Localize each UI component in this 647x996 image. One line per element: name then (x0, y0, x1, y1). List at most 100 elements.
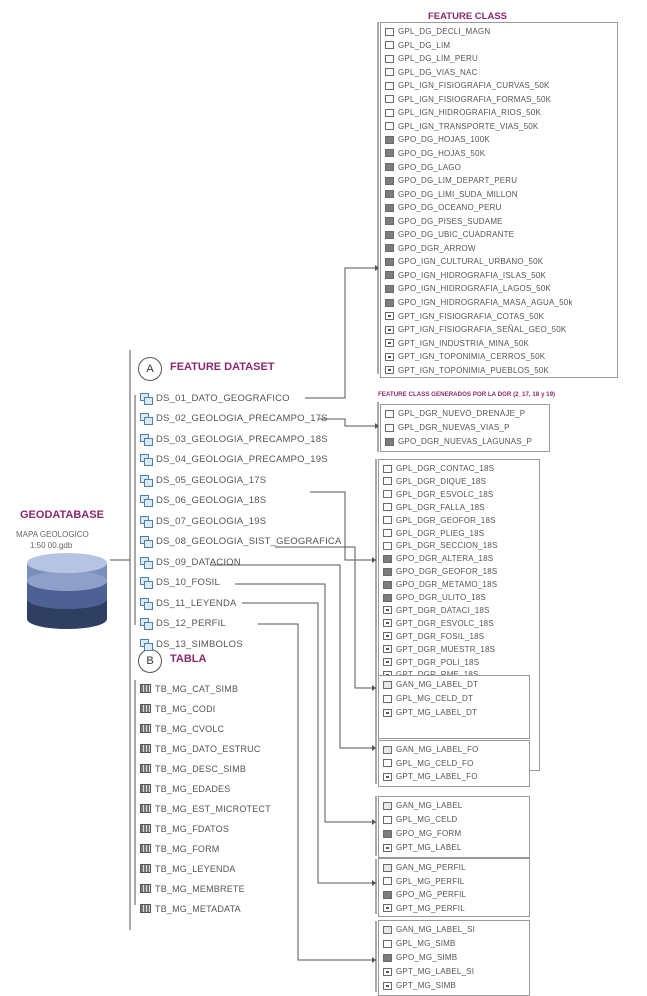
feature-dataset-label: DS_02_GEOLOGIA_PRECAMPO_17S (156, 413, 328, 424)
fc-geologia-label: GPO_DGR_METAMO_18S (396, 580, 498, 590)
feature-class-icon (385, 352, 394, 361)
fc-geologia-item: GPT_DGR_POLI_18S (383, 656, 479, 669)
tabla-item: TB_MG_CAT_SIMB (140, 680, 238, 697)
feature-dataset-item: DS_05_GEOLOGIA_17S (140, 472, 266, 488)
feature-class-item: GPO_DG_LAGO (385, 161, 461, 174)
fc-generated-label: GPO_DGR_NUEVAS_LAGUNAS_P (398, 437, 533, 446)
fc-geologia-item: GPL_DGR_FALLA_18S (383, 501, 485, 514)
fc-leyenda-label: GPL_MG_CELD (396, 815, 458, 824)
feature-class-item: GPO_DG_UBIC_CUADRANTE (385, 228, 514, 241)
feature-dataset-label: DS_04_GEOLOGIA_PRECAMPO_19S (156, 454, 328, 465)
tabla-icon (140, 884, 151, 893)
feature-class-item: GPL_DG_DECLI_MAGN (385, 25, 490, 38)
fc-generated-icon (385, 409, 394, 418)
database-icon (27, 553, 107, 629)
fc-geologia-item: GPO_DGR_ALTERA_18S (383, 552, 493, 565)
fc-datacion-icon (383, 708, 392, 717)
fc-geologia-icon (383, 645, 392, 654)
fc-datacion-item: GAN_MG_LABEL_DT (383, 678, 478, 691)
feature-dataset-label: DS_03_GEOLOGIA_PRECAMPO_18S (156, 433, 328, 445)
fc-simbolos-label: GPT_MG_LABEL_SI (396, 967, 475, 976)
fc-leyenda-item: GPL_MG_CELD (383, 813, 457, 826)
fc-perfil-icon (383, 863, 392, 872)
feature-class-label: GPL_IGN_HIDROGRAFIA_RIOS_50K (398, 108, 541, 118)
tabla-label: TB_MG_DESC_SIMB (155, 763, 247, 774)
fc-datacion-label: GPT_MG_LABEL_DT (396, 708, 478, 717)
feature-dataset-item: DS_06_GEOLOGIA_18S (140, 493, 266, 509)
fc-perfil-icon (383, 890, 392, 899)
feature-class-icon (385, 41, 394, 50)
fc-geologia-label: GPL_DGR_FALLA_18S (396, 502, 485, 512)
feature-class-icon (385, 27, 394, 36)
feature-class-label: GPO_DG_LIMI_SUDA_MILLON (398, 189, 518, 199)
tabla-label: TB_MG_CODI (155, 703, 216, 714)
fc-geologia-item: GPL_DGR_GEOFOR_18S (383, 514, 496, 527)
fc-generated-item: GPL_DGR_NUEVAS_VIAS_P (385, 421, 510, 434)
feature-class-item: GPO_DG_LIM_DEPART_PERU (385, 174, 517, 187)
feature-class-label: GPT_IGN_FISIOGRAFIA_COTAS_50K (398, 311, 545, 321)
feature-dataset-item: DS_10_FOSIL (140, 575, 220, 591)
feature-dataset-label: DS_10_FOSIL (156, 577, 220, 588)
tabla-icon (140, 764, 151, 773)
feature-dataset-label: DS_06_GEOLOGIA_18S (156, 495, 267, 506)
feature-class-icon (385, 108, 394, 117)
feature-class-icon (385, 163, 394, 171)
fc-perfil-item: GAN_MG_PERFIL (383, 861, 466, 874)
fc-datacion-item: GPT_MG_LABEL_DT (383, 706, 477, 719)
fc-geologia-icon (383, 529, 392, 537)
feature-dataset-icon (140, 577, 153, 589)
feature-class-label: GPO_IGN_CULTURAL_URBANO_50K (398, 257, 544, 267)
fc-geologia-icon (383, 606, 392, 615)
fc-leyenda-item: GPT_MG_LABEL (383, 841, 462, 854)
feature-class-label: GPT_IGN_FISIOGRAFIA_SEÑAL_GEO_50K (398, 325, 567, 335)
section-b-letter: B (146, 655, 154, 667)
fc-leyenda-item: GAN_MG_LABEL (383, 799, 462, 812)
feature-dataset-label: DS_01_DATO_GEOGRAFICO (156, 392, 290, 404)
feature-class-label: GPO_DG_PISES_SUDAME (398, 216, 503, 226)
feature-dataset-item: DS_07_GEOLOGIA_19S (140, 513, 266, 529)
fc-simbolos-item: GAN_MG_LABEL_SI (383, 923, 475, 936)
feature-dataset-icon (140, 433, 153, 446)
feature-class-label: GPT_IGN_TOPONIMIA_CERROS_50K (398, 352, 546, 362)
feature-class-label: GPL_IGN_FISIOGRAFIA_FORMAS_50K (398, 94, 552, 104)
feature-dataset-item: DS_03_GEOLOGIA_PRECAMPO_18S (140, 431, 328, 447)
fc-fosil-icon (383, 772, 392, 781)
tabla-icon (140, 784, 151, 793)
fc-simbolos-icon (383, 939, 392, 948)
tabla-item: TB_MG_METADATA (140, 900, 241, 917)
fc-geologia-item: GPT_DGR_DATACI_18S (383, 604, 490, 617)
fc-fosil-icon (383, 745, 392, 754)
feature-class-icon (385, 325, 394, 334)
fc-perfil-label: GPL_MG_PERFIL (396, 876, 465, 886)
fc-generated-item: GPL_DGR_NUEVO_DRENAJE_P (385, 407, 525, 420)
feature-class-item: GPO_DG_OCEANO_PERU (385, 201, 502, 214)
fc-fosil-item: GPL_MG_CELD_FO (383, 757, 474, 770)
feature-class-label: GPL_DG_VIAS_NAC (398, 67, 478, 77)
feature-class-item: GPO_IGN_HIDROGRAFIA_MASA_AGUA_50k (385, 296, 573, 309)
feature-dataset-label: DS_08_GEOLOGIA_SIST_GEOGRAFICA (156, 536, 342, 547)
tabla-label: TB_MG_MEMBRETE (155, 883, 245, 894)
feature-class-label: GPL_DG_LIM (398, 40, 451, 50)
fc-geologia-label: GPT_DGR_POLI_18S (396, 657, 480, 667)
feature-dataset-item: DS_01_DATO_GEOGRAFICO (140, 390, 290, 406)
feature-dataset-icon (140, 536, 153, 548)
tabla-item: TB_MG_EST_MICROTECT (140, 800, 271, 817)
feature-class-label: GPO_DG_HOJAS_100K (398, 135, 490, 145)
feature-dataset-item: DS_08_GEOLOGIA_SIST_GEOGRAFICA (140, 534, 342, 550)
feature-class-item: GPL_IGN_TRANSPORTE_VIAS_50K (385, 120, 538, 133)
feature-class-label: GPL_IGN_FISIOGRAFIA_CURVAS_50K (398, 81, 550, 91)
feature-dataset-icon (140, 597, 153, 610)
tabla-item: TB_MG_CODI (140, 700, 216, 717)
feature-class-label: GPO_DG_HOJAS_50K (398, 148, 486, 158)
fc-geologia-icon (383, 619, 392, 628)
fc-geologia-label: GPO_DGR_ALTERA_18S (396, 554, 494, 564)
fc-fosil-item: GAN_MG_LABEL_FO (383, 743, 479, 756)
fc-fosil-label: GPT_MG_LABEL_FO (396, 772, 478, 781)
fc-perfil-label: GAN_MG_PERFIL (396, 863, 466, 872)
feature-class-label: GPT_IGN_INDUSTRIA_MINA_50K (398, 338, 530, 348)
feature-class-icon (385, 271, 394, 280)
tabla-icon (140, 844, 151, 853)
